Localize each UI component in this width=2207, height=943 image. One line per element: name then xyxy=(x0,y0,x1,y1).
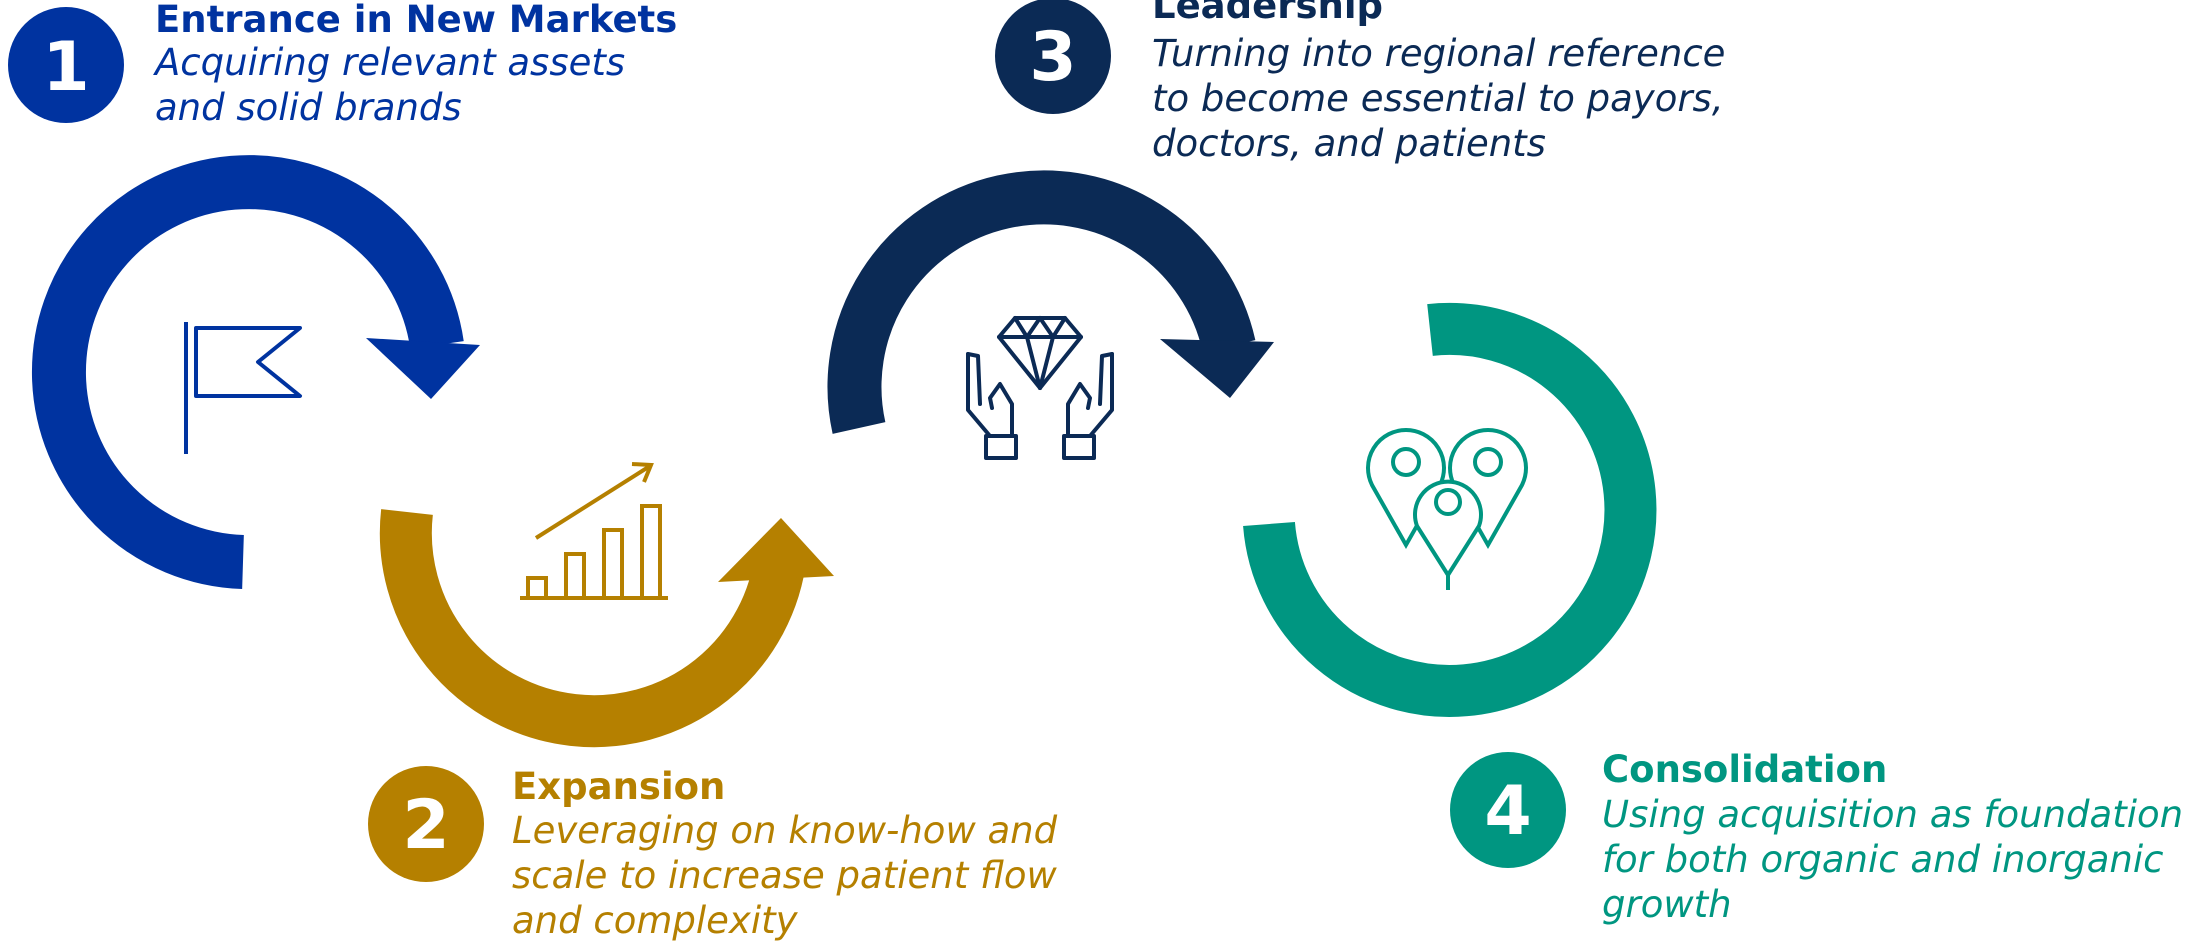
arc-step-3 xyxy=(827,170,1274,434)
step-3-title: Leadership xyxy=(1152,0,1383,27)
step-4-title: Consolidation xyxy=(1602,748,1888,791)
growth-chart-icon xyxy=(520,462,668,600)
arc-step-1 xyxy=(31,155,480,589)
step-1-title: Entrance in New Markets xyxy=(155,0,678,41)
step-1-badge: 1 xyxy=(8,7,124,123)
svg-text:4: 4 xyxy=(1484,772,1531,851)
arc-step-4 xyxy=(1243,302,1657,717)
location-pins-icon xyxy=(1366,428,1528,590)
svg-text:2: 2 xyxy=(402,786,449,865)
step-2-title: Expansion xyxy=(512,765,726,808)
step-2-badge: 2 xyxy=(368,766,484,882)
arc-step-2 xyxy=(379,509,834,748)
svg-text:1: 1 xyxy=(42,28,89,107)
svg-text:3: 3 xyxy=(1029,18,1076,97)
step-4-description: Using acquisition as foundation for both… xyxy=(1602,793,2184,926)
step-1-description: Acquiring relevant assets and solid bran… xyxy=(155,41,626,129)
step-3-badge: 3 xyxy=(995,0,1111,114)
step-4-badge: 4 xyxy=(1450,752,1566,868)
diamond-hands-icon xyxy=(966,316,1114,460)
step-2-description: Leveraging on know-how and scale to incr… xyxy=(512,809,1058,942)
flag-icon xyxy=(184,322,302,454)
step-3-description: Turning into regional reference to becom… xyxy=(1152,32,1726,165)
